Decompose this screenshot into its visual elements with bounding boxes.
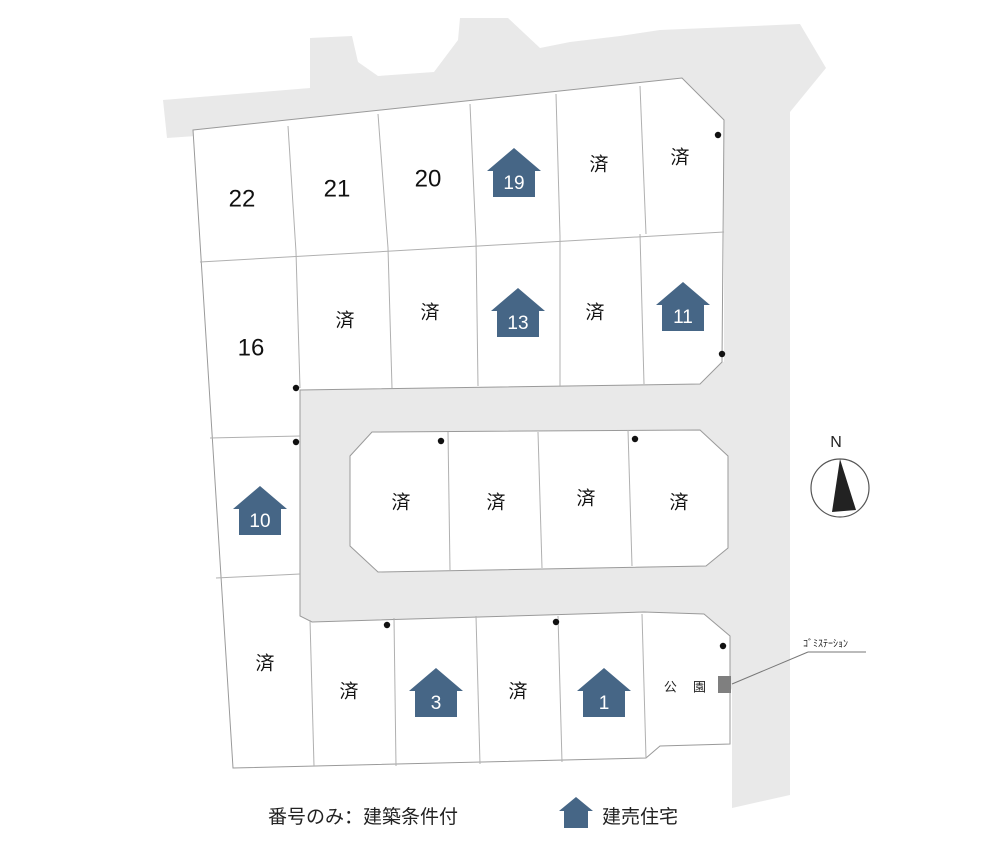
north-label: N xyxy=(830,434,842,451)
house-icon xyxy=(487,148,541,197)
meter-dot xyxy=(292,438,300,446)
lot-blocks xyxy=(192,77,731,769)
center-block xyxy=(349,429,729,573)
lot-14-label: 済 xyxy=(420,302,439,324)
north-west-block xyxy=(192,77,731,769)
lot-13-label: 13 xyxy=(507,313,528,334)
lot-4-label: 済 xyxy=(339,681,358,703)
lot-20-label: 20 xyxy=(415,165,442,192)
meter-dot xyxy=(292,384,300,392)
lot-19-label: 19 xyxy=(503,173,524,194)
legend: 番号のみ：建築条件付 建売住宅 xyxy=(268,797,678,828)
legend-house-icon xyxy=(559,797,593,828)
house-icon xyxy=(577,668,631,717)
meter-dot xyxy=(718,350,726,358)
roads xyxy=(163,18,826,808)
lot-10-house-marker: 10 xyxy=(233,486,287,535)
meter-dot xyxy=(719,642,727,650)
meter-dot xyxy=(437,437,445,445)
lot-18-label: 済 xyxy=(589,154,608,176)
house-icon xyxy=(491,288,545,337)
north-arrow-icon xyxy=(832,459,856,512)
meter-dot xyxy=(552,618,560,626)
lot-1-house-marker: 1 xyxy=(577,668,631,717)
lot-13-house-marker: 13 xyxy=(491,288,545,337)
lot-2-label: 済 xyxy=(508,681,527,703)
lot-10-label: 10 xyxy=(249,511,270,532)
lot-1-label: 1 xyxy=(599,693,610,714)
lot-12-label: 済 xyxy=(585,302,604,324)
legend-number-only: 番号のみ：建築条件付 xyxy=(268,806,458,828)
park-label: 公 園 xyxy=(664,681,712,696)
north-arrow: N xyxy=(810,434,870,518)
garbage-station: ｺﾞﾐｽﾃｰｼｮﾝ xyxy=(718,638,866,693)
lot-19-house-marker: 19 xyxy=(487,148,541,197)
lot-16-label: 16 xyxy=(238,334,265,361)
lot-8-label: 済 xyxy=(486,492,505,514)
garbage-station-marker xyxy=(718,676,731,693)
lot-21-label: 21 xyxy=(324,175,351,202)
lot-22-label: 22 xyxy=(229,185,256,212)
house-icon xyxy=(656,282,710,331)
lot-6-label: 済 xyxy=(669,492,688,514)
meter-dots xyxy=(292,131,727,650)
lot-5-label: 済 xyxy=(255,653,274,675)
legend-house: 建売住宅 xyxy=(602,806,678,828)
road-network xyxy=(163,18,826,808)
lot-3-house-marker: 3 xyxy=(409,668,463,717)
house-icon xyxy=(233,486,287,535)
meter-dot xyxy=(383,621,391,629)
garbage-station-label: ｺﾞﾐｽﾃｰｼｮﾝ xyxy=(803,638,848,650)
lot-17-label: 済 xyxy=(670,147,689,169)
house-icon xyxy=(409,668,463,717)
lot-11-label: 11 xyxy=(673,307,693,328)
lot-15-label: 済 xyxy=(335,310,354,332)
lot-3-label: 3 xyxy=(431,693,442,714)
meter-dot xyxy=(631,435,639,443)
lot-7-label: 済 xyxy=(576,488,595,510)
meter-dot xyxy=(714,131,722,139)
lot-9-label: 済 xyxy=(391,492,410,514)
lot-11-house-marker: 11 xyxy=(656,282,710,331)
